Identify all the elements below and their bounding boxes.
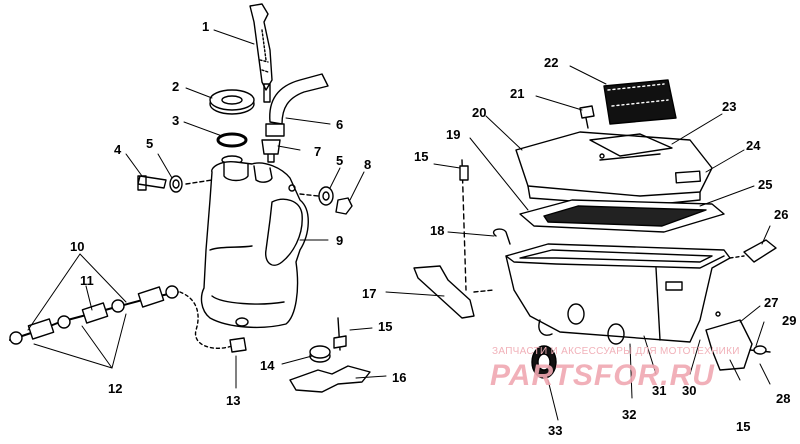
callout-24: 24: [746, 138, 761, 153]
callout-13: 13: [226, 393, 241, 408]
washer-part: [318, 186, 334, 206]
callout-1: 1: [202, 19, 210, 34]
callout-8: 8: [364, 157, 372, 172]
callout-7: 7: [314, 144, 322, 159]
callout-19: 19: [446, 127, 461, 142]
cap-gasket-part: [216, 132, 248, 148]
tank-cap-part: [209, 89, 255, 115]
callout-22: 22: [544, 55, 559, 70]
callout-15: 15: [378, 319, 393, 334]
callout-2: 2: [172, 79, 180, 94]
callout-4: 4: [114, 142, 122, 157]
callout-23: 23: [722, 99, 737, 114]
mounting-bracket-part: [289, 365, 371, 393]
support-bracket-part: [413, 265, 475, 319]
callout-6: 6: [336, 117, 344, 132]
callout-15: 15: [414, 149, 429, 164]
callout-15: 15: [736, 419, 751, 434]
watermark-caption: ЗАПЧАСТИ И АКСЕССУАРЫ ДЛЯ МОТОТЕХНИКИ: [492, 346, 740, 357]
callout-11: 11: [80, 273, 94, 288]
filter-frame-part: [519, 199, 725, 233]
latch-part: [743, 239, 777, 263]
callout-10: 10: [70, 239, 85, 254]
washer-part: [169, 175, 183, 193]
nut-part: [335, 197, 353, 215]
screw-part: [579, 105, 595, 129]
callout-20: 20: [472, 105, 487, 120]
drain-fitting-part: [229, 317, 249, 353]
callout-25: 25: [758, 177, 773, 192]
filter-line-part: [9, 285, 179, 345]
callout-14: 14: [260, 358, 275, 373]
callout-33: 33: [548, 423, 563, 438]
callout-5: 5: [336, 153, 344, 168]
callout-18: 18: [430, 223, 445, 238]
airbox-lid-part: [515, 131, 713, 207]
callout-12: 12: [108, 381, 123, 396]
callout-28: 28: [776, 391, 791, 406]
callout-9: 9: [336, 233, 344, 248]
rubber-mount-part: [531, 345, 557, 379]
dipstick-part: [249, 3, 273, 103]
vent-hose-part: [269, 73, 329, 125]
rear-bracket-part: [705, 319, 753, 371]
callout-29: 29: [782, 313, 797, 328]
foam-filter-part: [603, 79, 677, 125]
callout-3: 3: [172, 113, 180, 128]
callout-32: 32: [622, 407, 637, 422]
callout-5: 5: [146, 136, 154, 151]
callout-26: 26: [774, 207, 789, 222]
airbox-body-part: [505, 243, 731, 345]
callout-27: 27: [764, 295, 779, 310]
callout-21: 21: [510, 86, 525, 101]
oil-tank-part: [200, 160, 309, 329]
callout-31: 31: [652, 383, 667, 398]
leader-lines: [27, 29, 771, 421]
callout-17: 17: [362, 286, 377, 301]
fitting-part: [261, 139, 281, 163]
watermark-logo: PARTSFOR.RU: [490, 359, 715, 392]
grommet-part: [309, 345, 331, 363]
bolt-part: [137, 175, 167, 191]
clip-part: [492, 228, 511, 245]
callout-16: 16: [392, 370, 407, 385]
callout-30: 30: [682, 383, 697, 398]
